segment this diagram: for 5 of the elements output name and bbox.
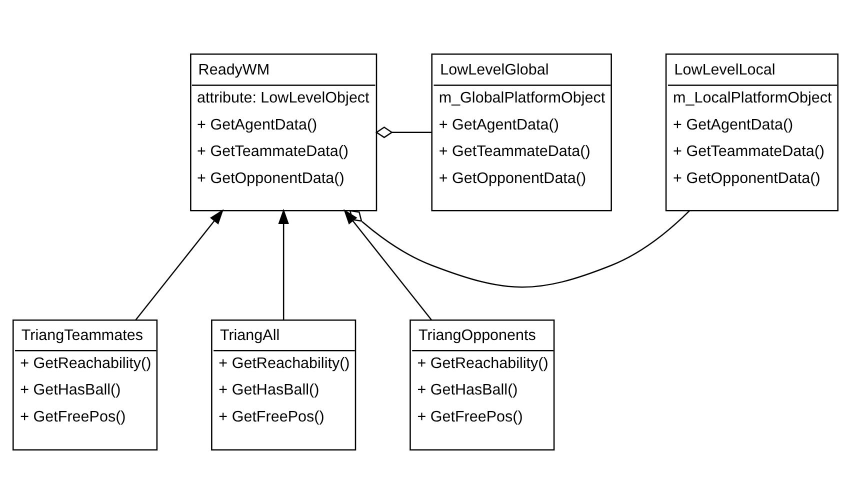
arrow <box>278 208 289 320</box>
connector <box>375 126 432 138</box>
arrow <box>344 209 432 320</box>
arrow <box>135 209 224 320</box>
connector <box>349 210 690 288</box>
